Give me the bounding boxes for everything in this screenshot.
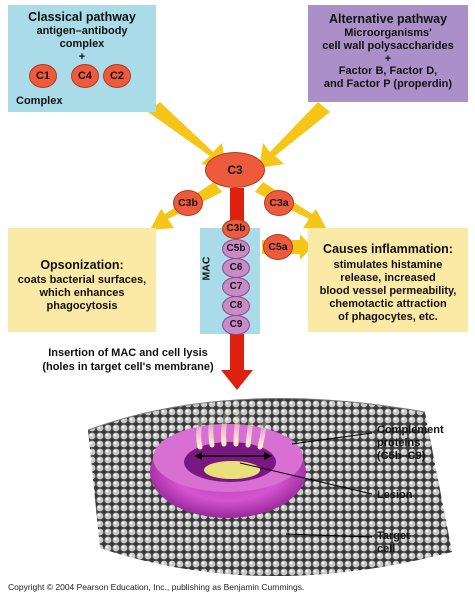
mac-bead-c8: C8 <box>222 296 250 316</box>
arrow-alternative-to-c3 <box>259 102 330 168</box>
mac-bead-c9: C9 <box>222 315 250 335</box>
insertion-line2: (holes in target cell's membrane) <box>42 361 214 373</box>
pointer-target <box>285 533 373 538</box>
mac-bead-c6: C6 <box>222 258 250 278</box>
inflammation-line3: blood vessel permeability, <box>319 285 457 297</box>
insertion-line1: Insertion of MAC and cell lysis <box>48 347 208 359</box>
arrow-classical-to-c3 <box>148 102 226 168</box>
inflammation-title: Causes inflammation: <box>323 242 453 256</box>
classical-line1: antigen–antibody <box>36 25 128 37</box>
alternative-title: Alternative pathway <box>328 12 448 26</box>
pointer-complement <box>291 432 373 445</box>
pointer-lesion <box>239 462 373 495</box>
c3b-circle: C3b <box>173 190 203 216</box>
mac-label: MAC <box>200 256 213 281</box>
classical-complex-label: Complex <box>16 95 63 107</box>
copyright-text: Copyright © 2004 Pearson Education, Inc.… <box>8 582 305 592</box>
classical-plus: + <box>78 51 86 63</box>
alternative-line3: Factor B, Factor D, <box>338 65 438 77</box>
inflammation-box: Causes inflammation: stimulates histamin… <box>308 228 468 332</box>
alternative-plus: + <box>384 53 392 65</box>
complement-label-l3: (C5b–C9) <box>377 450 426 462</box>
target-label-l2: cell <box>377 543 396 555</box>
c2-circle: C2 <box>103 64 131 88</box>
c4-circle: C4 <box>71 64 99 88</box>
opsonization-line2: which enhances <box>39 287 125 299</box>
mac-bead-c3b: C3b <box>222 219 250 239</box>
opsonization-title: Opsonization: <box>40 258 124 272</box>
alternative-line1: Microorganisms' <box>344 27 432 39</box>
inflammation-line5: of phagocytes, etc. <box>338 311 438 323</box>
arrow-red-head <box>221 370 253 390</box>
classical-title: Classical pathway <box>28 10 136 24</box>
lesion-hole <box>204 461 260 479</box>
inflammation-line2: release, increased <box>340 272 436 284</box>
alternative-pathway-box: Alternative pathway Microorganisms' cell… <box>308 5 468 102</box>
c3-node: C3 <box>205 152 265 188</box>
classical-pathway-box: Classical pathway antigen–antibody compl… <box>8 5 156 112</box>
c1-circle: C1 <box>29 64 57 88</box>
mac-bead-c7: C7 <box>222 277 250 297</box>
c5a-circle: C5a <box>263 234 293 260</box>
alternative-line2: cell wall polysaccharides <box>322 40 454 52</box>
complement-label-l2: proteins <box>377 437 421 449</box>
opsonization-line1: coats bacterial surfaces, <box>17 274 147 286</box>
opsonization-box: Opsonization: coats bacterial surfaces, … <box>8 228 156 332</box>
c3a-circle: C3a <box>264 190 294 216</box>
complement-strands <box>196 404 268 450</box>
opsonization-line3: phagocytosis <box>46 300 118 312</box>
inflammation-line1: stimulates histamine <box>333 259 443 271</box>
lesion-label: Lesion <box>377 489 413 501</box>
classical-line2: complex <box>59 38 105 50</box>
alternative-line4: and Factor P (properdin) <box>323 78 453 90</box>
complement-label-l1: Complement <box>377 424 444 436</box>
target-label-l1: Target <box>377 530 410 542</box>
mac-bead-c5b: C5b <box>222 239 250 259</box>
inflammation-line4: chemotactic attraction <box>329 298 447 310</box>
